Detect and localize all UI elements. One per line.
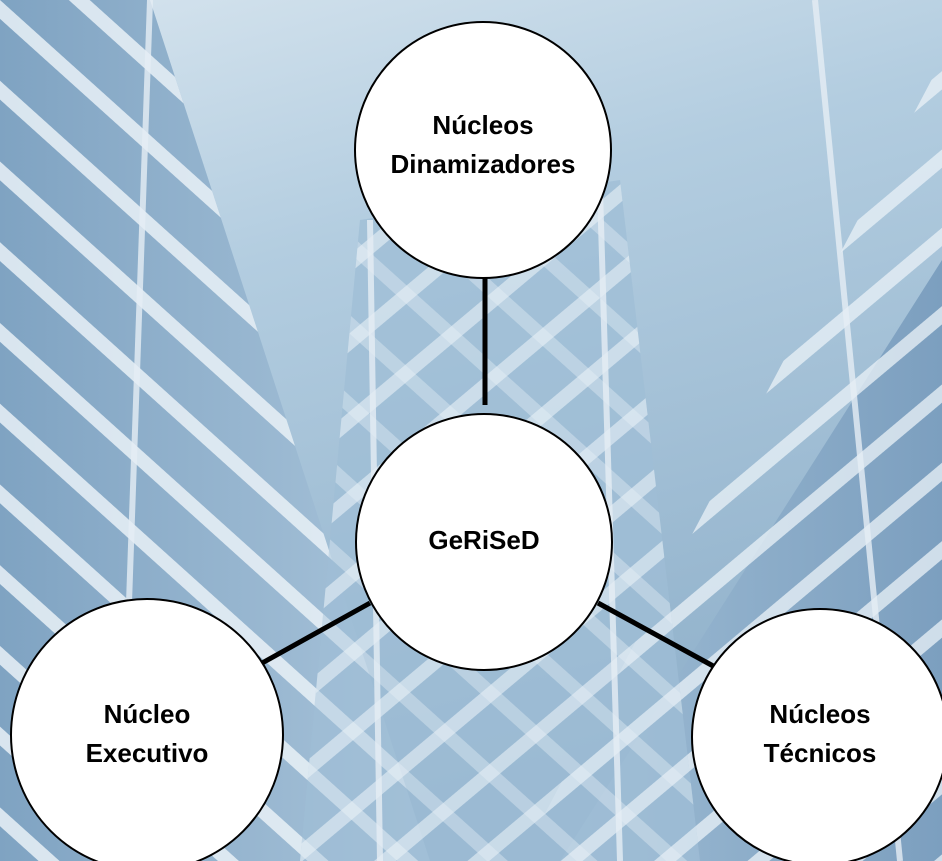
node-left-label-line1: Núcleo [104,699,191,729]
node-gerised-center: GeRiSeD [355,413,613,671]
node-circle-right [691,608,942,861]
node-top-label-line1: Núcleos [432,110,533,140]
connector-left [253,600,372,670]
node-top-label-line2: Dinamizadores [391,149,576,179]
node-right-label-line1: Núcleos [769,699,870,729]
connector-right [596,600,717,670]
node-circle-center [355,413,613,671]
node-right-label-line2: Técnicos [764,738,877,768]
node-nucleos-dinamizadores: Núcleos Dinamizadores [354,21,612,279]
node-circle-top [354,21,612,279]
node-nucleos-tecnicos: Núcleos Técnicos [691,608,942,861]
node-center-label: GeRiSeD [428,525,539,555]
node-circle-left [10,598,284,861]
node-left-label-line2: Executivo [86,738,209,768]
node-nucleo-executivo: Núcleo Executivo [10,598,284,861]
